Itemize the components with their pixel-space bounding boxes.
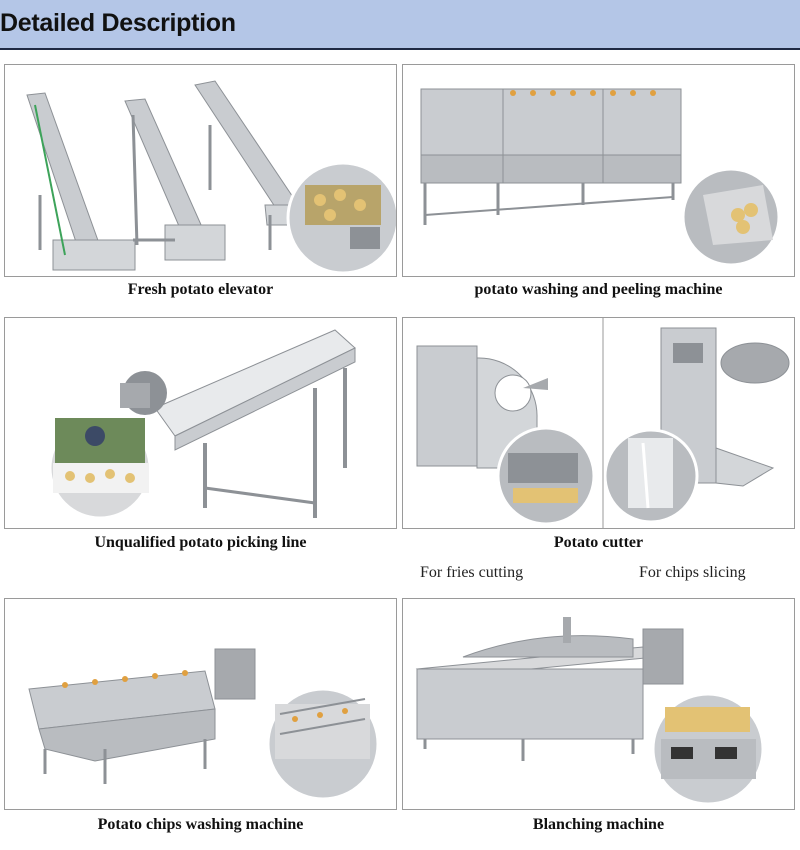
caption-chips-washing: Potato chips washing machine <box>97 816 304 833</box>
caption-washing-peeling: potato washing and peeling machine <box>474 281 723 298</box>
blanching-illustration <box>415 617 765 806</box>
product-image-potato-cutter[interactable] <box>402 317 795 529</box>
product-image-washing-peeling[interactable] <box>402 64 795 277</box>
product-image-picking-line[interactable] <box>4 317 397 529</box>
potato-cutter-illustration <box>416 318 790 528</box>
product-image-chips-washing[interactable] <box>4 598 397 810</box>
subcaption-fries-cutting: For fries cutting <box>420 564 524 581</box>
caption-potato-cutter: Potato cutter <box>553 534 644 551</box>
chips-washing-illustration <box>28 648 380 801</box>
subcaption-chips-slicing: For chips slicing <box>639 564 746 581</box>
picking-line-illustration <box>48 329 356 520</box>
washing-peeling-illustration <box>420 88 781 267</box>
section-title: Detailed Description <box>0 9 236 37</box>
caption-picking-line: Unqualified potato picking line <box>94 534 307 551</box>
potato-elevator-illustration <box>26 80 396 275</box>
product-image-blanching[interactable] <box>402 598 795 810</box>
caption-blanching: Blanching machine <box>532 816 665 833</box>
section-header: Detailed Description <box>0 0 800 50</box>
product-image-potato-elevator[interactable] <box>4 64 397 277</box>
caption-potato-elevator: Fresh potato elevator <box>127 281 274 298</box>
